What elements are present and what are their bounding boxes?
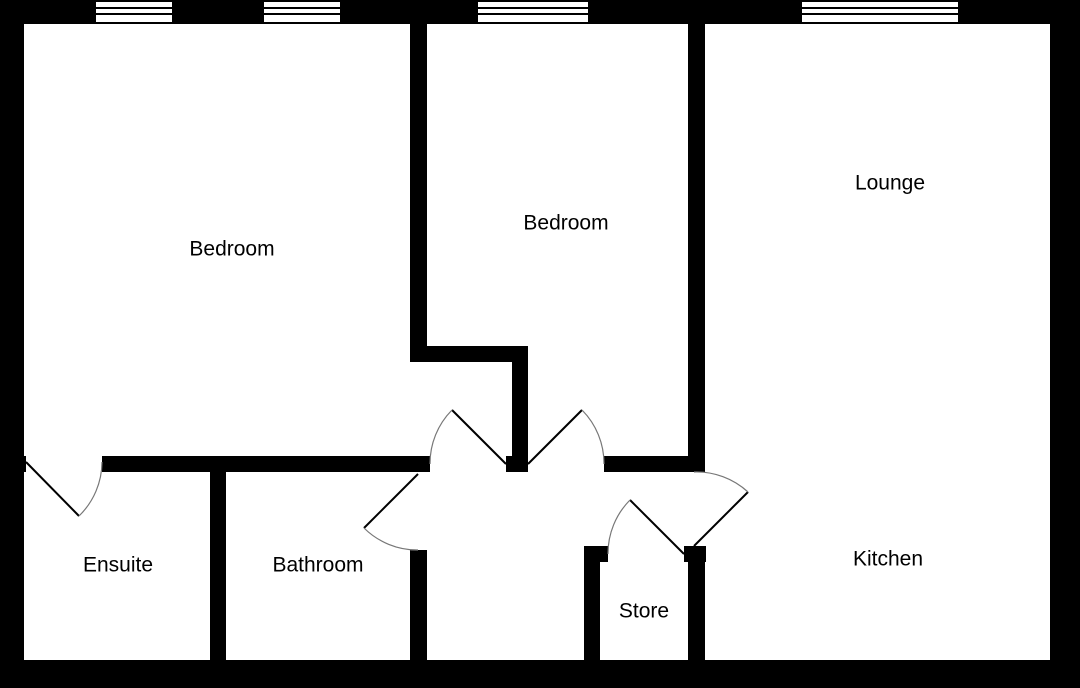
label-bathroom: Bathroom bbox=[272, 554, 363, 577]
room-hall-floor bbox=[427, 472, 688, 660]
label-kitchen: Kitchen bbox=[853, 548, 923, 571]
window-1 bbox=[96, 2, 172, 22]
label-bedroom-1: Bedroom bbox=[189, 238, 274, 261]
doors bbox=[25, 409, 749, 555]
door-bathroom bbox=[363, 473, 419, 551]
label-store: Store bbox=[619, 600, 669, 623]
door-opening-bedroom-2 bbox=[528, 455, 604, 473]
window-4 bbox=[802, 2, 958, 22]
wall-jambs bbox=[20, 456, 706, 562]
door-opening-store bbox=[608, 545, 688, 563]
room-store-floor bbox=[600, 562, 688, 660]
label-bedroom-2: Bedroom bbox=[523, 212, 608, 235]
door-ensuite bbox=[25, 461, 103, 517]
room-ensuite-floor bbox=[24, 472, 210, 660]
room-bathroom-floor bbox=[226, 472, 410, 660]
door-opening-ensuite bbox=[26, 455, 102, 473]
label-lounge: Lounge bbox=[855, 172, 925, 195]
door-store bbox=[607, 499, 685, 555]
door-opening-bedroom-1 bbox=[430, 455, 506, 473]
door-kitchen bbox=[693, 471, 749, 547]
room-bedroom-1-floor bbox=[24, 24, 512, 456]
room-floors bbox=[24, 24, 1050, 660]
room-lounge-kitchen-floor bbox=[705, 24, 1050, 660]
room-bedroom-2-floor bbox=[427, 24, 688, 456]
room-labels: Bedroom Bedroom Lounge Kitchen Ensuite B… bbox=[83, 172, 925, 623]
door-opening-kitchen bbox=[687, 472, 706, 546]
window-3 bbox=[478, 2, 588, 22]
door-bedroom-1 bbox=[429, 409, 507, 465]
door-opening-bathroom bbox=[409, 472, 428, 550]
window-2 bbox=[264, 2, 340, 22]
windows bbox=[96, 2, 958, 22]
door-bedroom-2 bbox=[527, 409, 605, 465]
label-ensuite: Ensuite bbox=[83, 554, 153, 577]
